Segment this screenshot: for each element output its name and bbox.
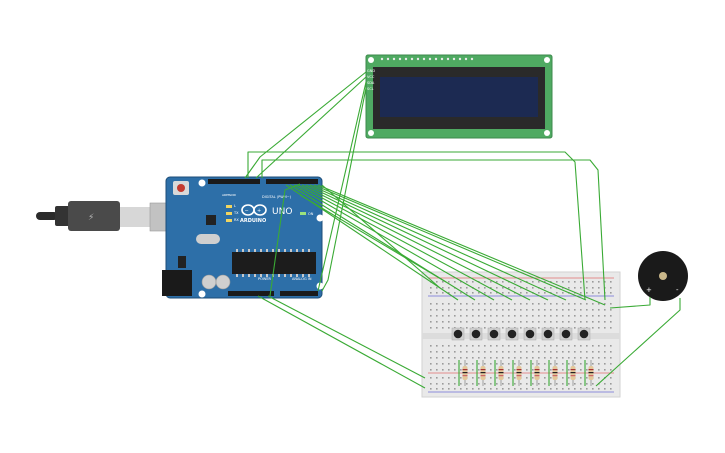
push-button [523, 327, 537, 341]
resistor [552, 360, 558, 386]
wires [244, 71, 681, 389]
wire-bus-top-2 [261, 159, 606, 301]
svg-text:−: − [245, 208, 249, 214]
analog-label: ANALOG IN [292, 277, 312, 281]
aref-label: AREF [222, 193, 230, 197]
wire-buzzer-minus [595, 298, 681, 387]
breadboard [421, 271, 621, 398]
gnd-label: GND [229, 193, 237, 197]
lcd-pin-vcc: VCC [367, 75, 375, 79]
buzzer-minus: - [676, 286, 679, 294]
push-button [577, 327, 591, 341]
push-button [451, 327, 465, 341]
wire-analog-power [269, 183, 301, 297]
arduino-brand: ARDUINO [240, 218, 266, 224]
digital-header-left [208, 179, 260, 184]
wire-d8 [309, 184, 567, 301]
resistor [498, 360, 504, 386]
wire-d11 [321, 184, 441, 289]
push-buttons [451, 327, 591, 341]
wire-lcd-sda [317, 81, 367, 292]
resistors [458, 360, 594, 386]
lcd-screen [380, 77, 538, 117]
wire-bus-top-1 [247, 151, 586, 301]
push-button [505, 327, 519, 341]
push-button [469, 327, 483, 341]
wire-gnd-rail [257, 295, 426, 389]
resistor [480, 360, 486, 386]
wire-d7 [305, 184, 549, 301]
push-button [487, 327, 501, 341]
digital-label: DIGITAL (PWM~) [262, 195, 292, 199]
atmega-chip [232, 252, 316, 274]
svg-text:⚡: ⚡ [88, 213, 94, 223]
wire-d5 [297, 184, 513, 301]
lcd-pin-gnd: GND [367, 69, 375, 73]
rx-label: RX [234, 218, 239, 222]
resistor [570, 360, 576, 386]
resistor [516, 360, 522, 386]
resistor [534, 360, 540, 386]
lcd-pin-sda: SDA [367, 81, 375, 85]
wire-lcd-gnd [244, 71, 367, 179]
l-label: L [234, 204, 236, 208]
lcd-i2c-module: GND VCC SDA SCL [365, 54, 553, 139]
resistor [588, 360, 594, 386]
tx-label: TX [233, 211, 239, 215]
wire-d12 [299, 194, 447, 283]
power-jack [162, 270, 192, 296]
digital-header-right [266, 179, 318, 184]
arduino-uno-board: TX RX L ON − + ARDUINO UNO DIGITAL (PWM~… [162, 176, 324, 299]
wire-d4 [293, 184, 495, 301]
wire-d10 [317, 184, 606, 306]
wire-d6 [301, 184, 531, 301]
svg-text:+: + [257, 208, 261, 214]
wire-d9 [313, 184, 587, 301]
push-button [559, 327, 573, 341]
resistor [462, 360, 468, 386]
power-header [228, 291, 274, 296]
power-label: POWER [258, 277, 272, 281]
wire-buzzer-plus [609, 297, 651, 309]
arduino-logo: − + [241, 204, 267, 216]
breadboard-holes [430, 281, 612, 390]
piezo-buzzer: + - [638, 251, 688, 301]
buzzer-plus: + [646, 286, 652, 294]
wire-5v-rail [267, 295, 426, 379]
usb-cable: ⚡ [36, 201, 173, 232]
analog-header [280, 291, 318, 296]
push-button [541, 327, 555, 341]
lcd-pin-scl: SCL [367, 87, 374, 91]
wire-lcd-vcc [255, 76, 367, 179]
on-label: ON [308, 212, 314, 216]
